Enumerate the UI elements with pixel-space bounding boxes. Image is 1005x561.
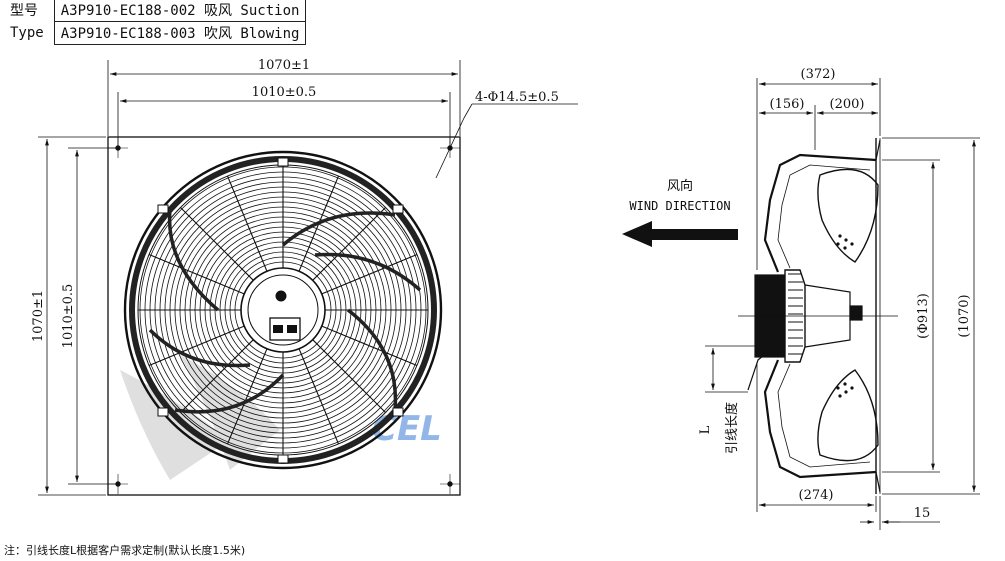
dim-hole-width: 1010±0.5: [252, 85, 317, 100]
fan-brackets: [157, 157, 404, 464]
type-model-blowing: A3P910-EC188-003 吹风 Blowing: [53, 21, 307, 45]
dim-diameter: (Φ913): [916, 293, 931, 339]
side-blade-bottom: [817, 369, 879, 462]
front-dimensions: [38, 60, 578, 496]
wind-label-cn: 风向: [667, 178, 693, 194]
side-dimensions: [705, 78, 980, 530]
dim-overall-width: 1070±1: [258, 58, 310, 73]
side-view: [738, 138, 898, 494]
dim-depth-rear: (200): [830, 97, 865, 112]
guard-spoke: [312, 339, 386, 413]
fan-outer-ring: [123, 150, 443, 470]
dim-side-height: (1070): [957, 294, 972, 337]
guard-spoke: [321, 325, 418, 366]
dim-lead-symbol: L: [698, 425, 713, 434]
guard-spoke: [227, 348, 268, 445]
fan-hub-inner: [247, 274, 319, 346]
dim-depth-total: (372): [801, 67, 836, 82]
dim-flange: 15: [914, 506, 931, 521]
dim-depth-bottom: (274): [799, 488, 834, 503]
guard-spoke: [298, 348, 339, 445]
fan-hub: [240, 267, 326, 353]
fan-blades: [148, 209, 422, 414]
type-label-en: Type: [0, 21, 55, 45]
dim-hole-callout: 4-Φ14.5±0.5: [475, 90, 559, 105]
shaft: [849, 305, 863, 321]
guard-spoke: [227, 175, 268, 272]
type-label-cn: 型号: [0, 0, 55, 22]
logo-icon: [275, 290, 287, 302]
front-view: [107, 136, 461, 496]
motor-fins: [788, 273, 803, 355]
dim-overall-height: 1070±1: [31, 290, 46, 342]
guard-spoke: [148, 325, 245, 366]
guard-spoke: [321, 254, 418, 295]
lead-cable: [747, 349, 771, 391]
guard-spoke: [180, 339, 254, 413]
dim-hole-height: 1010±0.5: [61, 284, 76, 349]
fan-plate: [107, 136, 461, 496]
footnote: 注：引线长度L根据客户需求定制(默认长度1.5米): [4, 544, 246, 557]
motor-label-plate: [269, 317, 301, 341]
guard-spoke: [148, 254, 245, 295]
wind-label-en: WIND DIRECTION: [629, 199, 730, 213]
type-table-row: Type A3P910-EC188-003 吹风 Blowing: [0, 21, 307, 45]
dim-depth-front: (156): [770, 97, 805, 112]
type-table: 型号 A3P910-EC188-002 吸风 Suction Type A3P9…: [0, 0, 307, 45]
dim-lead-label: 引线长度: [724, 402, 740, 454]
guard-spoke: [312, 207, 386, 281]
guard-spoke: [180, 207, 254, 281]
wind-arrow-icon: [622, 221, 738, 247]
type-table-row: 型号 A3P910-EC188-002 吸风 Suction: [0, 0, 307, 22]
side-blade-top: [817, 168, 879, 263]
watermark-text: CEL: [372, 409, 442, 449]
